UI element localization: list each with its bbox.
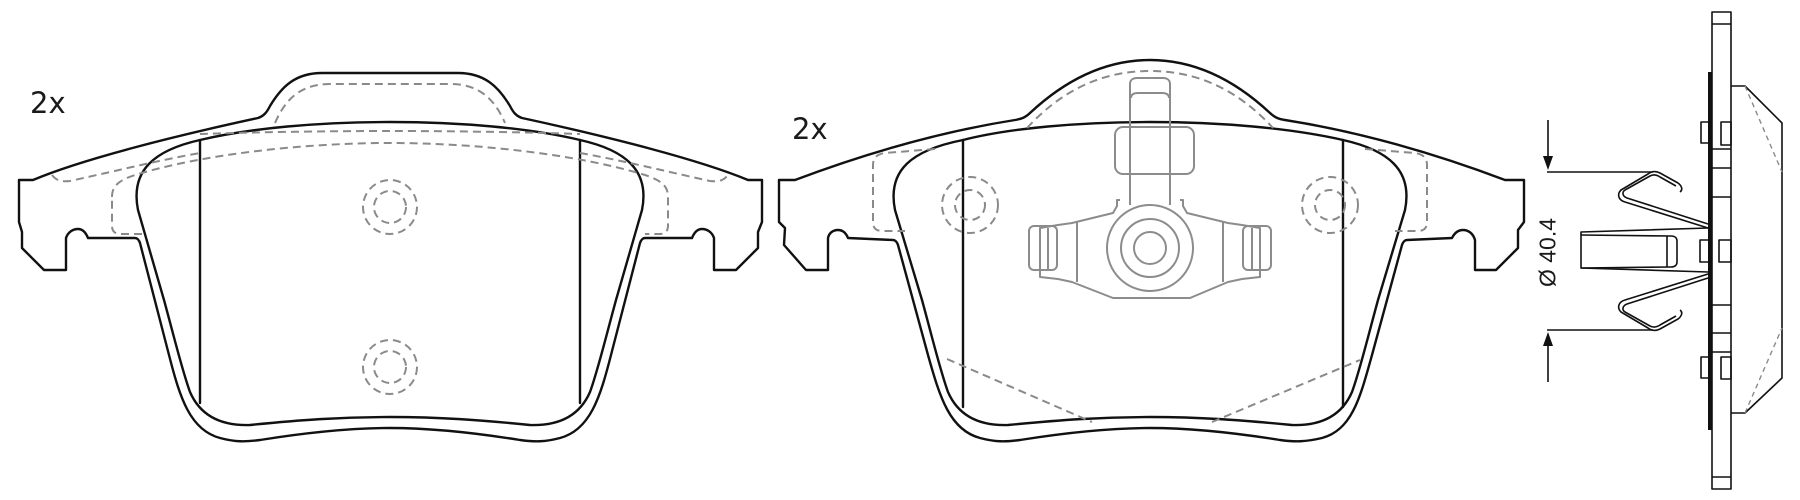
side-friction-block [1731, 85, 1783, 414]
sensor-body [1039, 199, 1261, 299]
pad-2-friction-outline [892, 120, 1408, 427]
sensor-wire-housing [1129, 77, 1171, 205]
pad-1-hidden-hump [274, 83, 506, 124]
pad-1-hidden-left-edge [51, 152, 201, 183]
spring-lower-arm [1617, 273, 1709, 332]
side-friction-hidden-bottom [1744, 327, 1783, 414]
shim-layer [1708, 72, 1712, 430]
wear-sensor [1028, 77, 1272, 299]
side-tab-left-lower [1700, 356, 1710, 379]
anti-rattle-spring [1580, 170, 1709, 332]
side-tab-left-upper [1700, 121, 1710, 144]
spring-upper-arm [1617, 170, 1709, 229]
pad-1-hidden-inner-arc [111, 141, 669, 235]
pad-1-upper-rivet-outer [362, 179, 418, 235]
side-backing-plate [1711, 11, 1732, 490]
sensor-wire-inner-line [1130, 92, 1170, 99]
pad-2-hidden-diagonal-left [946, 358, 1093, 423]
brake-pad-2 [777, 58, 1526, 443]
sensor-inner-ring [1133, 231, 1167, 265]
pad-1-upper-rivet-inner [373, 190, 407, 224]
pad-1-hidden-left-box [111, 197, 142, 235]
pad-2-hidden-left-box [872, 148, 936, 232]
pad-2-backing-plate-outline [777, 58, 1526, 443]
spring-center-clip-tab [1580, 234, 1678, 269]
side-friction-hidden-top [1744, 85, 1783, 173]
pad-2-right-rivet-inner [1314, 189, 1346, 221]
side-tab-right-lower [1720, 356, 1732, 380]
side-tab-left-middle [1699, 239, 1710, 263]
spring-upper-arm-inner [1622, 174, 1709, 225]
pad-1-backing-plate-outline [17, 71, 764, 443]
sensor-outer-ring [1106, 204, 1194, 292]
pad-side-view [1543, 11, 1783, 490]
quantity-label-pad-2: 2x [792, 112, 828, 146]
pad-2-left-rivet-outer [941, 176, 999, 234]
pad-1-hidden-right-edge [579, 152, 729, 183]
spring-center-clip [1580, 227, 1709, 273]
pad-2-hidden-hump [1026, 69, 1274, 129]
side-tab-right-upper [1720, 121, 1732, 146]
pad-2-right-rivet-outer [1301, 176, 1359, 234]
sensor-middle-ring [1120, 218, 1180, 278]
sensor-right-lug [1242, 225, 1272, 271]
side-tab-right-middle [1718, 239, 1732, 263]
dimension-arrow-top-icon [1543, 156, 1553, 170]
pad-1-lower-rivet-outer [362, 339, 418, 395]
pad-1-friction-outline [135, 120, 645, 427]
sensor-left-lug [1028, 225, 1058, 271]
pad-2-left-rivet-inner [954, 189, 986, 221]
pad-2-hidden-diagonal-right [1211, 359, 1361, 423]
spring-lower-arm-inner [1622, 277, 1709, 328]
dimension-arrow-bottom-icon [1543, 332, 1553, 346]
quantity-label-pad-1: 2x [30, 86, 66, 120]
pad-1-hidden-top-line [199, 129, 581, 135]
pad-1-lower-rivet-inner [373, 350, 407, 384]
sensor-connector-block [1114, 126, 1195, 175]
brake-pad-1 [17, 71, 764, 443]
pad-2-hidden-right-box [1364, 148, 1428, 232]
